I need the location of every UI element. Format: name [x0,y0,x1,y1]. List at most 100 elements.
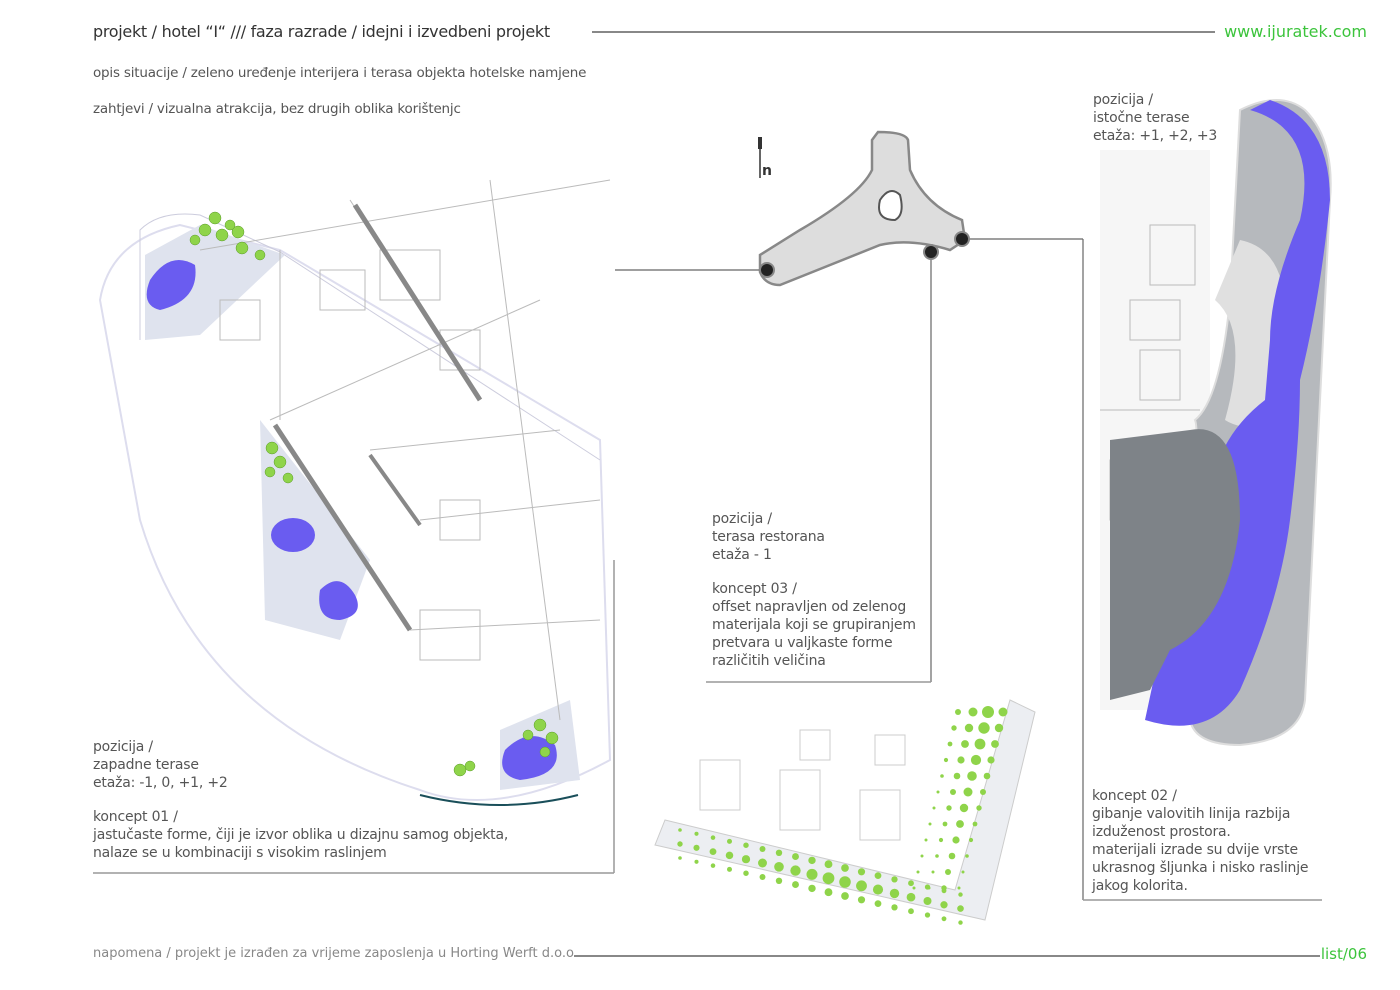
plant-dot [972,821,978,827]
text-line: ukrasnog šljunka i nisko raslinje [1092,860,1309,876]
website-link[interactable]: www.ijuratek.com [1224,22,1367,41]
plant-dot [808,884,816,893]
plant-dot [693,844,700,851]
plant-dot [956,820,964,828]
plant-dot [912,886,916,890]
plant-dot [743,842,749,848]
plant-dot [872,884,884,895]
plant-dot [710,863,716,868]
plant-dot [943,757,949,763]
situation-description: opis situacije / zeleno uređenje interij… [93,65,587,81]
plant-dot [822,872,835,885]
plant-dot [998,707,1008,717]
plant-dot [945,869,951,875]
plant-dot [931,870,935,874]
east-terrace-plan [1100,99,1332,747]
plant-dot [961,870,965,874]
text-line: zapadne terase [93,757,199,773]
plant-dot [994,723,1004,733]
plant-dot [941,885,947,891]
text-line: nalaze se u kombinaciji s visokim raslin… [93,845,387,861]
plant-dot [694,831,699,836]
plant-dot [924,912,931,918]
plant-dot [928,822,932,826]
plant-dot [758,858,767,868]
plant-dot [946,805,952,811]
plant-dot [968,837,974,843]
plant-dot [759,874,766,880]
plant-dot [941,916,947,922]
plant-dot [678,856,682,860]
plant-dot [857,896,866,904]
text-line: koncept 03 / [712,581,797,597]
plant-dot [916,870,920,874]
text-line: koncept 01 / [93,809,178,825]
plant-dot [874,872,882,879]
plant-dot [857,868,866,876]
plant-dot [710,835,716,840]
plant-dot [965,854,969,858]
plant-dot [959,803,969,813]
plant-dot [982,706,994,718]
pool-shape [271,518,315,552]
plant-dot [940,901,948,909]
plant-dot [970,754,982,766]
plant-dot [677,841,683,847]
plant-dot [694,859,699,864]
text-line: terasa restorana [712,529,825,545]
location-marker [923,244,939,260]
plant-dot [806,868,818,880]
plant-dot [759,846,766,852]
plant-dot [726,838,733,844]
plant-dot [920,854,924,858]
plant-dot [906,892,916,902]
plant-dot [953,772,961,780]
text-line: pozicija / [712,511,772,527]
plant-dot [936,790,940,794]
plant-dot [709,848,717,856]
plant-dot [951,725,957,731]
north-label: n [762,163,772,179]
text-line: etaža - 1 [712,547,772,563]
plant-dot [932,806,936,810]
plant-dot [980,789,986,795]
plant-dot [942,821,948,827]
plant-dot [792,853,799,861]
plant-dot [841,864,849,872]
location-marker [759,262,775,278]
restaurant-text: pozicija / terasa restorana etaža - 1 ko… [712,510,916,670]
text-line: istočne terase [1093,110,1190,126]
plant-dot [978,722,990,734]
pool-shape [146,260,196,310]
plant-dot [908,880,914,887]
plant-dot [947,741,953,747]
pool-shape [319,581,358,620]
plant-dot [774,861,784,872]
location-marker [954,231,970,247]
plant-dot [891,904,898,911]
plant-dot [955,709,961,715]
text-line: jakog kolorita. [1092,878,1188,894]
footer-note: napomena / projekt je izrađen za vrijeme… [93,946,578,961]
plant-dot [908,908,914,915]
west-text: pozicija / zapadne terase etaža: -1, 0, … [93,738,508,862]
plant-dot [968,707,978,717]
plant-dot [725,851,734,860]
plant-dot [824,888,833,897]
key-plan [615,130,1084,900]
plant-dot [841,892,849,900]
east-concept-text: koncept 02 / gibanje valovitih linija ra… [1092,787,1309,895]
text-line: pozicija / [1093,92,1153,108]
plant-dot [957,905,964,912]
text-line: etaža: -1, 0, +1, +2 [93,775,228,791]
text-line: offset napravljen od zelenog [712,599,907,615]
text-line: materijala koji se grupiranjem [712,617,916,633]
text-line: etaža: +1, +2, +3 [1093,128,1218,144]
restaurant-terrace-plan [654,699,1036,925]
plant-dot [958,892,963,897]
text-line: gibanje valovitih linija razbija [1092,806,1291,822]
plant-dot [792,881,799,889]
plant-dot [891,876,898,883]
plant-dot [839,876,851,888]
plant-dot [935,854,939,858]
